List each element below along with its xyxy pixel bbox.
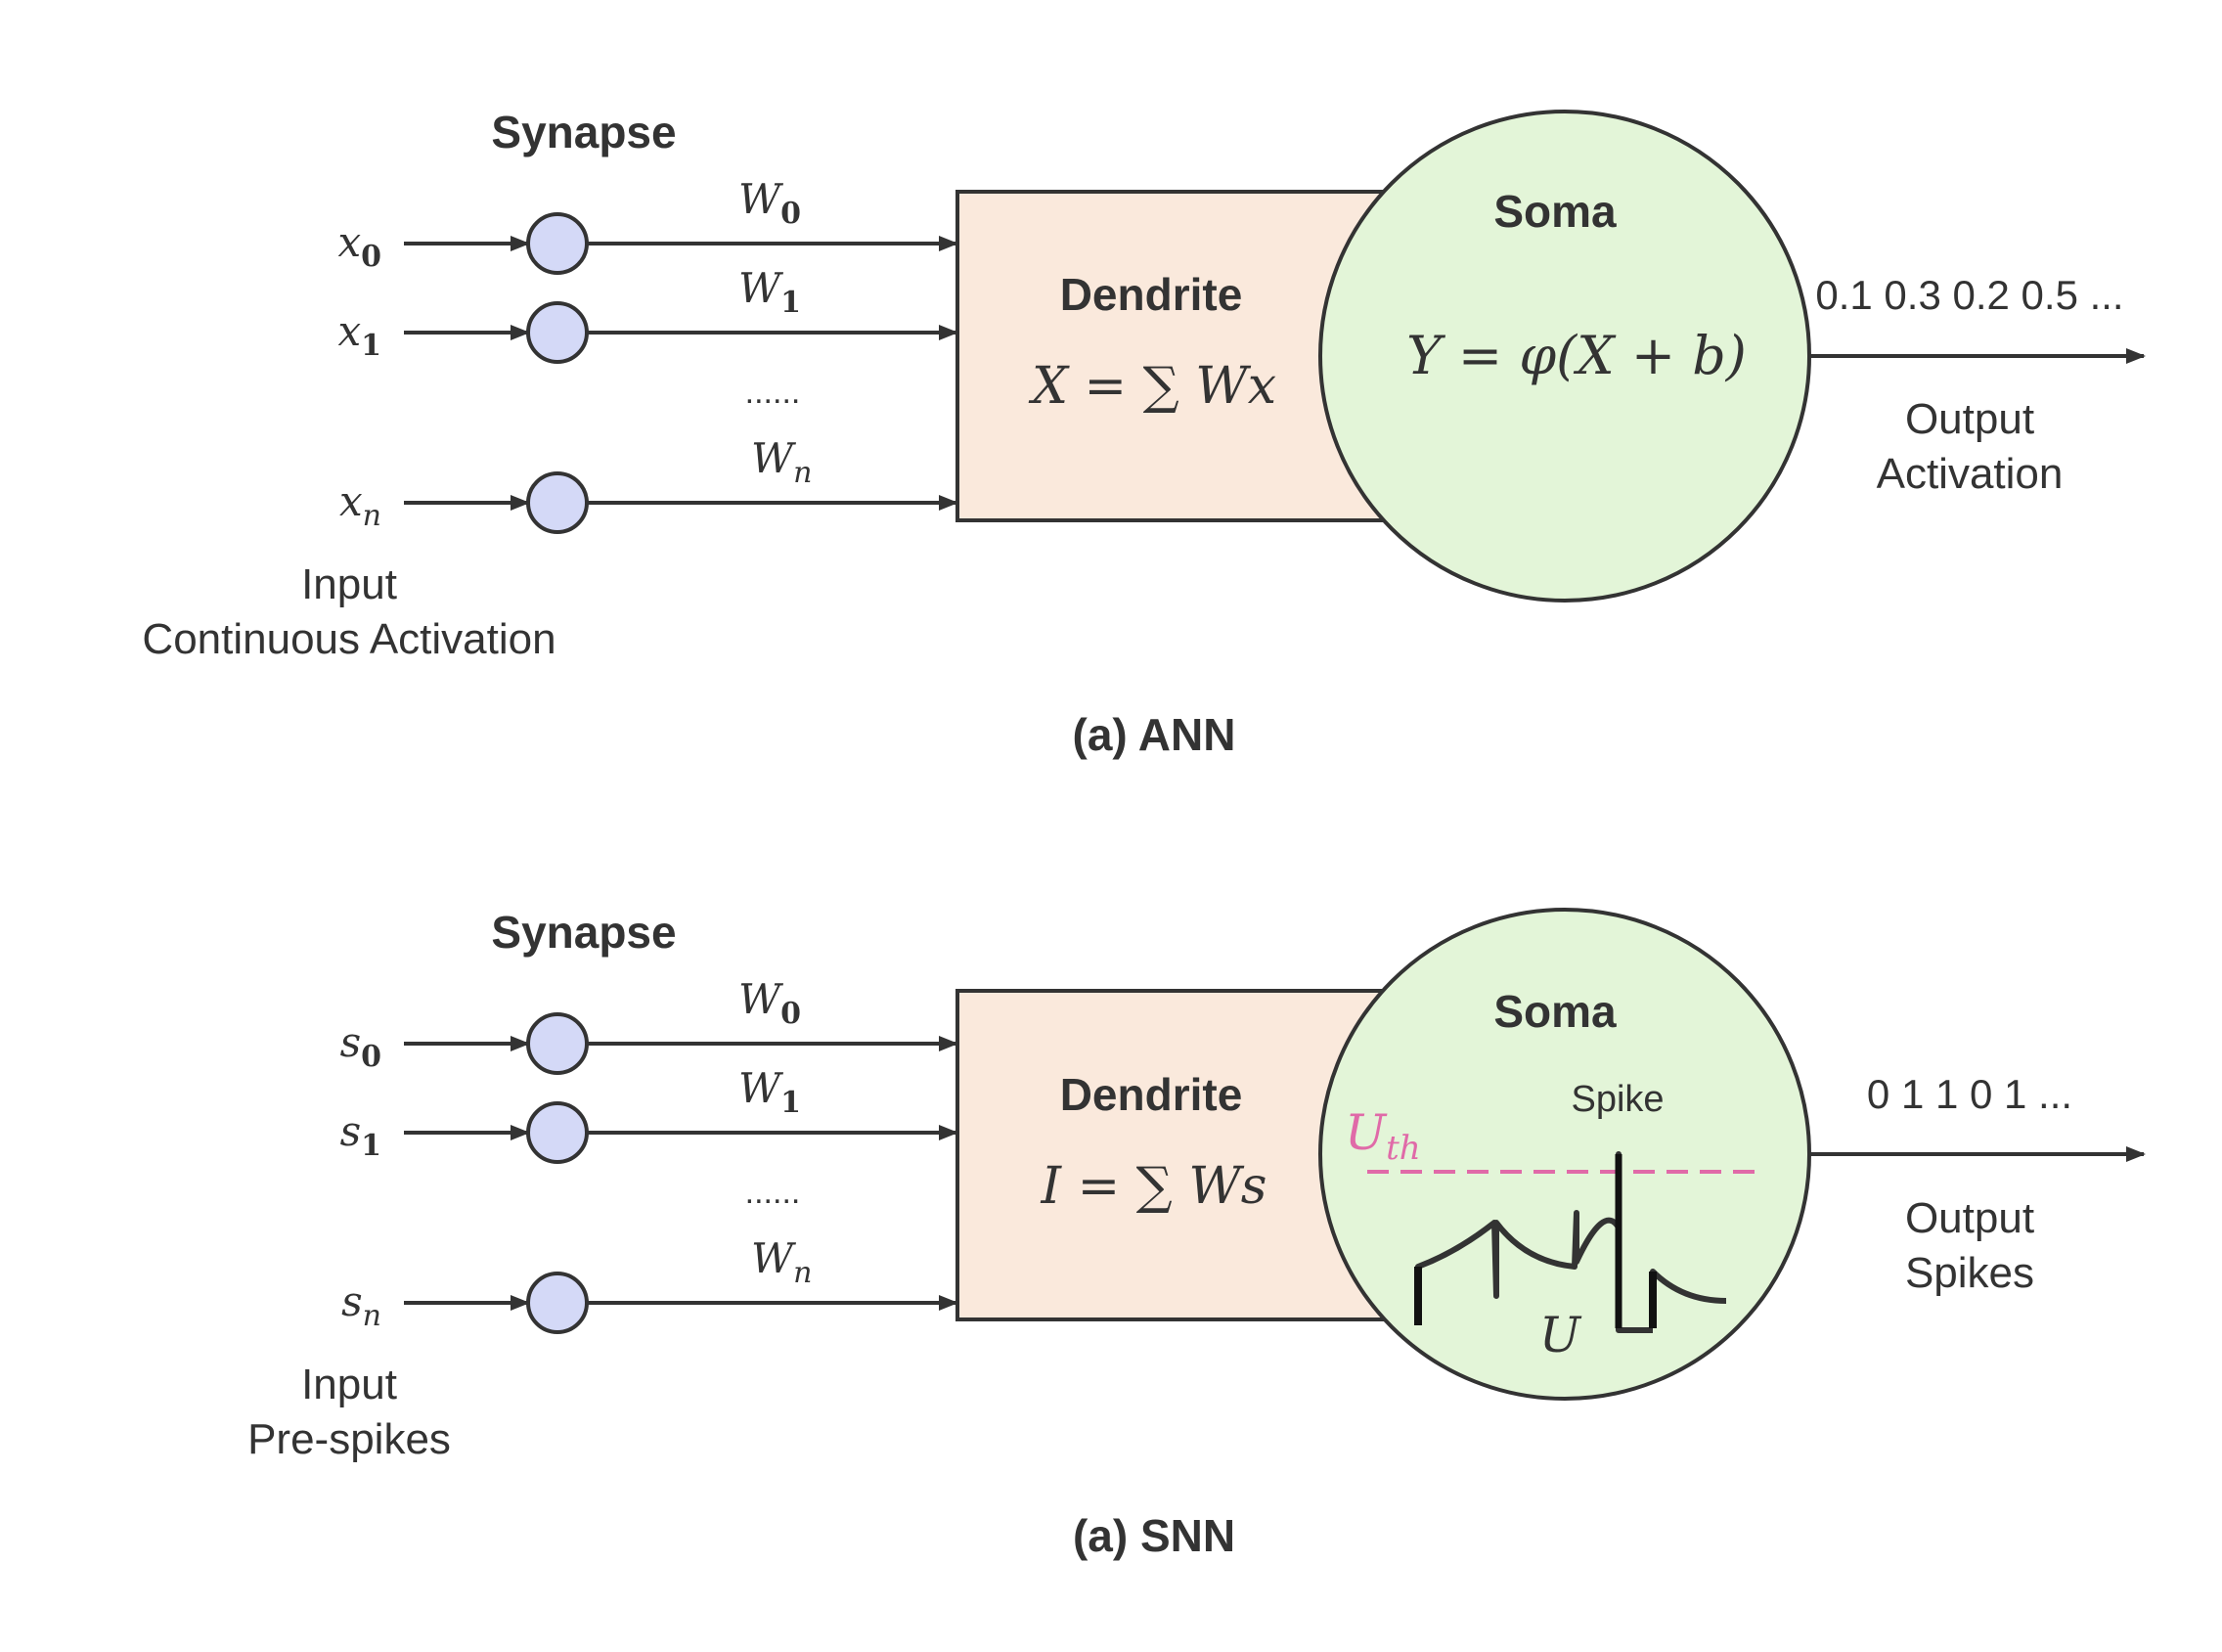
ann-input-var: x0 [337,218,381,274]
ann-output-values: 0.1 0.3 0.2 0.5 ... [1815,272,2123,318]
ann-input-row: xn Wn [339,434,958,534]
snn-spike-label: Spike [1571,1079,1664,1120]
ann-weight-label: W1 [738,264,801,320]
snn-synapse-node [526,1272,589,1334]
snn-dendrite-formula: I = ∑ Ws [1041,1157,1267,1216]
snn-threshold-label: Uth [1345,1104,1421,1168]
ann-weight-label: Wn [751,434,813,490]
snn-weight-label: W0 [738,975,801,1031]
ann-input-caption-line1: Input [301,560,397,608]
snn-caption: (a) SNN [1073,1510,1235,1561]
ann-output-caption-line2: Activation [1877,450,2064,498]
snn-soma-label: Soma [1493,986,1617,1037]
snn-synapse-label: Synapse [491,907,676,958]
snn-output-caption-line2: Spikes [1905,1249,2034,1297]
ann-output-caption-line1: Output [1905,395,2034,443]
ann-input-caption-line2: Continuous Activation [142,615,556,663]
snn-input-var: s1 [340,1107,381,1163]
snn-input-var: sn [341,1277,381,1333]
ann-input-row: x1 W1 [337,264,958,364]
ann-synapse-node [526,301,589,364]
ann-synapse-node [526,212,589,275]
ann-synapse-label: Synapse [491,107,676,157]
ann-dendrite-label: Dendrite [1060,269,1243,320]
snn-input-row: s1 W1 [340,1064,958,1164]
snn-input-var: s0 [340,1018,381,1074]
snn-output-caption-line1: Output [1905,1194,2034,1242]
ann-input-var: xn [339,477,381,533]
ann-soma-formula: Y = φ(X + b) [1406,325,1747,386]
snn-input-row: s0 W0 [340,975,958,1075]
ann-weight-label: W0 [738,175,801,231]
ann-ellipsis: ...... [745,374,801,411]
ann-input-var: x1 [337,307,381,363]
snn-membrane-label: U [1539,1307,1582,1363]
ann-input-row: x0 W0 [337,175,958,275]
snn-ellipsis: ...... [745,1174,801,1211]
ann-soma-label: Soma [1493,186,1617,237]
ann-caption: (a) ANN [1073,709,1236,760]
ann-synapse-node [526,471,589,534]
snn-synapse-node [526,1012,589,1075]
snn-input-caption-line1: Input [301,1361,397,1408]
snn-synapse-node [526,1101,589,1164]
snn-panel: Synapse s0 W0 s1 W1 ...... sn Wn Input P… [247,907,2146,1561]
snn-output-values: 0 1 1 0 1 ... [1867,1071,2072,1117]
snn-dendrite-label: Dendrite [1060,1069,1243,1120]
snn-weight-label: Wn [751,1234,813,1290]
ann-dendrite-formula: X = ∑ Wx [1028,357,1276,416]
snn-input-row: sn Wn [341,1234,958,1334]
snn-weight-label: W1 [738,1064,801,1120]
ann-panel: Synapse x0 W0 x1 W1 ...... xn Wn Input C… [142,107,2146,760]
snn-input-caption-line2: Pre-spikes [247,1415,451,1463]
